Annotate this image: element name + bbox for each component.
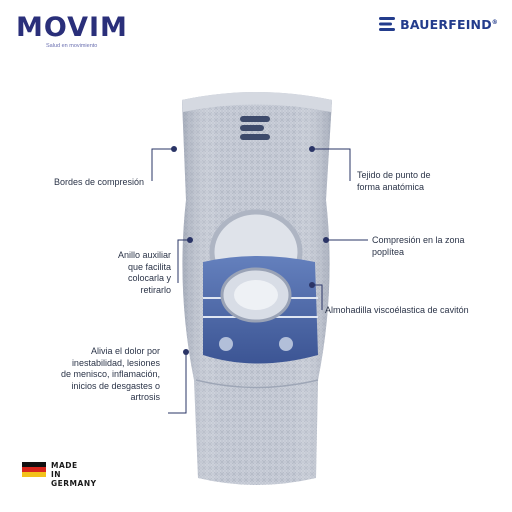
movim-wordmark: MOVIM: [16, 12, 128, 43]
brace-b-logo-icon: [240, 116, 270, 140]
label-auxiliary-ring: Anillo auxiliar que facilita colocarla y…: [117, 250, 171, 295]
label-compression-edges: Bordes de compresión: [54, 177, 145, 187]
callout-dots: [171, 146, 329, 355]
callout-lines: [151, 148, 368, 414]
top-compression-band: [182, 92, 332, 112]
label-popliteal: Compresión en la zona poplítea: [372, 235, 465, 257]
callout-relief: [168, 352, 187, 414]
made-in-text: MADE IN GERMANY: [51, 461, 97, 488]
bauerfeind-wordmark: BAUERFEIND®: [400, 16, 498, 32]
made-in-germany-badge: MADE IN GERMANY: [22, 461, 97, 488]
callout-aux-ring: [177, 239, 190, 283]
movim-tagline: Salud en movimiento: [46, 43, 98, 49]
bauerfeind-mark-icon: [379, 17, 396, 31]
label-pad: Almohadilla viscoélastica de cavitón: [325, 305, 469, 315]
callout-pad: [312, 284, 323, 310]
bauerfeind-logo: BAUERFEIND®: [378, 15, 498, 33]
movim-logo: MOVIM Salud en movimiento: [16, 12, 128, 49]
germany-flag-icon: [22, 462, 46, 477]
callout-knit-fabric: [312, 148, 351, 181]
label-knit-fabric: Tejido de punto de forma anatómica: [357, 170, 431, 192]
callout-compression-edges: [151, 148, 174, 181]
label-pain-relief: Alivia el dolor por inestabilidad, lesio…: [60, 346, 160, 402]
